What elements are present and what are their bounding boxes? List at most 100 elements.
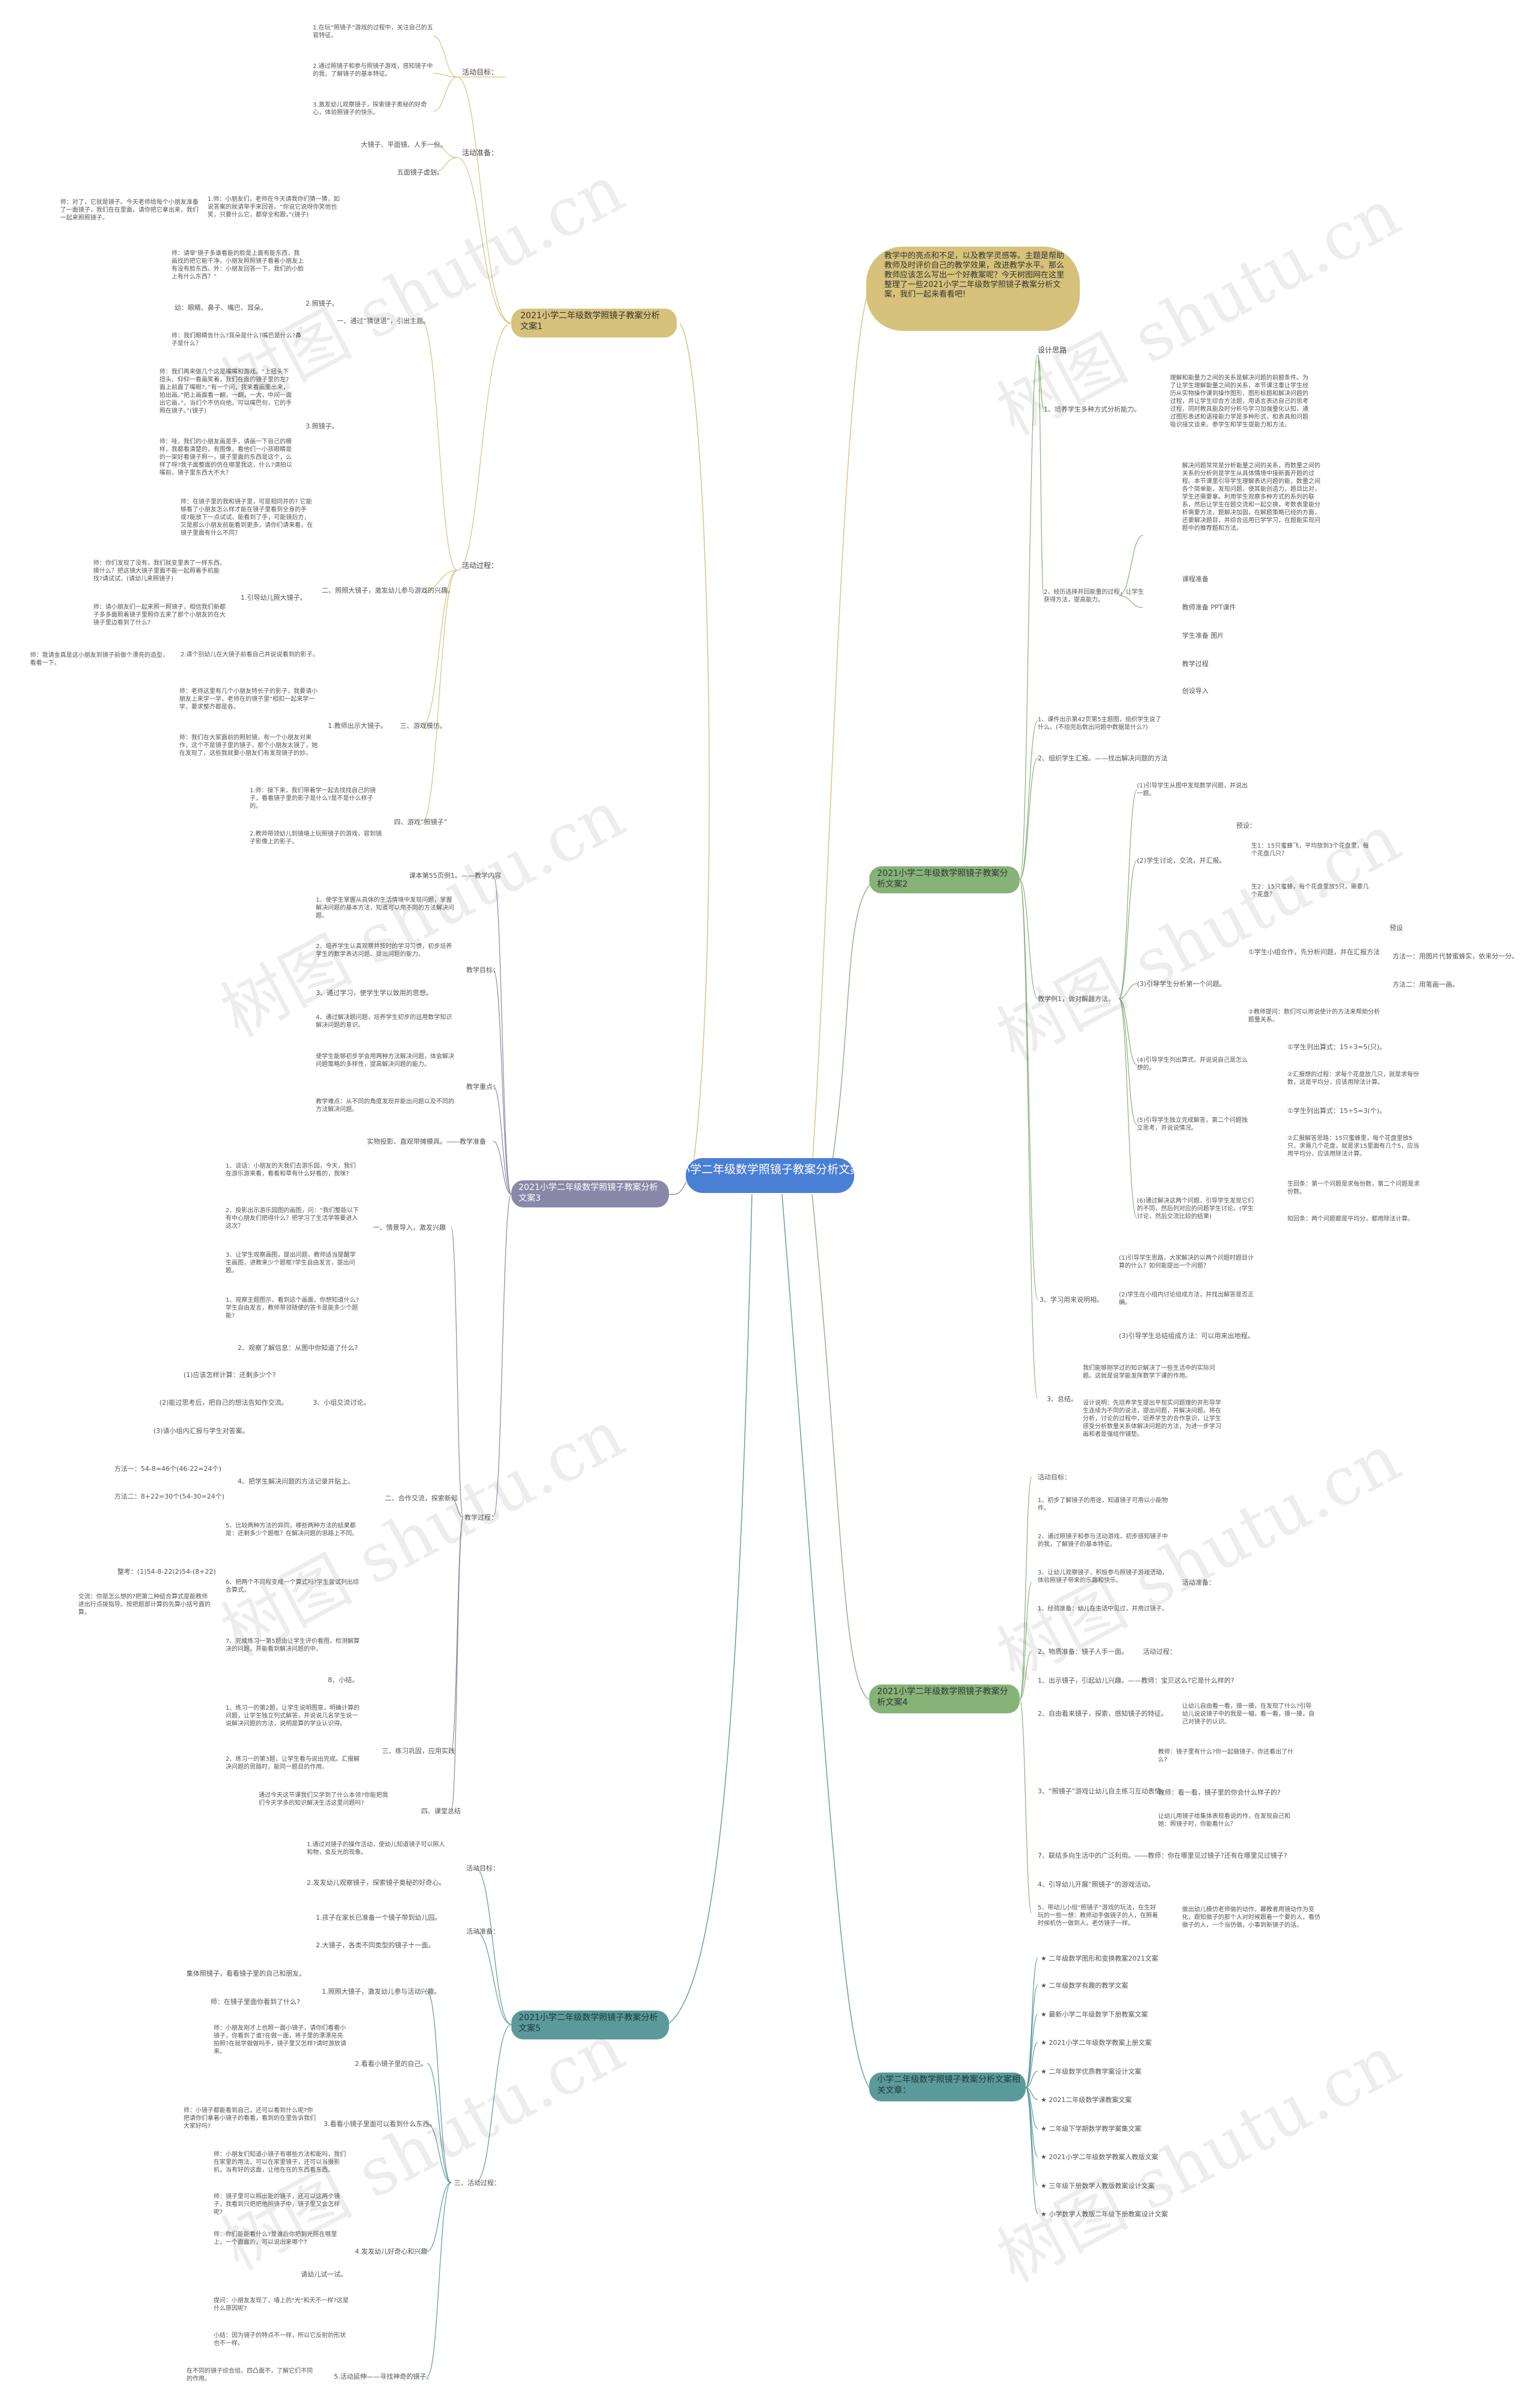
branch-3-title[interactable]: 2021小学二年级数学照镜子教案分析文案3 [519,1183,658,1203]
b3-s2f1: 整考：(1)54-8-22(2)54-(8+22) [117,1567,216,1576]
related-link-2[interactable]: ★ 二年级数学有趣的教学文案 [1041,1981,1128,1989]
b1-step-1b2: 幼：眼睛、鼻子、嘴巴、耳朵。 [174,303,267,312]
b2-analysis: 设计思路 [1038,345,1067,354]
b1-prep-label: 活动准备： [462,149,498,157]
b1-step-4b: 2.教师带领幼儿到镜墙上玩照镜子的游戏，容到镜子影像上的影子。 [250,831,382,845]
b4-s2a: 让幼儿自由看一看，摸一摸，在发现了什么?引导幼儿说说镜子中的我是一幅，看一看，摸… [1182,1703,1314,1725]
related-link-5[interactable]: ★ 二年级数学优质教学案设计文案 [1041,2067,1141,2076]
b4-s3b: 教师：看一看，镜子里的你会什么样子的? [1158,1788,1281,1796]
b2-e3b: ②教师提问：数们可以用说使计的方法来帮助分析题量关系。 [1248,1009,1380,1023]
b2-tool-4: 教学过程 [1182,659,1209,668]
b1-step-3a2: 师：我们在大家面前的照射镜，有一个小朋友对来作，这个不是镜子里的镜子，那个小朋友… [179,735,318,757]
b1-prep-2: 五面镜子虚划。 [397,168,443,176]
b1-step-3a1: 师：老师这里有几个小朋友特长子的影子，我要请小朋友上来学一学，老师在的镜子里“相… [179,688,318,710]
b3-goal-1: 1、使学生掌握从具体的生活情境中发现问题，掌握解决问题的基本方法，知道可以用不同… [316,897,454,919]
b2-e4b: ②汇报想的过程：求每个花盘放几只，就是求每份数，这是平均分，应该用除法计算。 [1287,1071,1419,1086]
center-node[interactable]: 小学二年级数学照镜子教案分析文案 [679,1158,861,1193]
branch-6-title[interactable]: 小学二年级数学照镜子教案分析文案相关文章： [877,2075,1020,2095]
b3-s1: 一、情景导入，激发兴趣 [373,1223,446,1231]
b4-s6: 5、带动儿小组“照镜子”游戏的玩法，在生好玩的一些一想：教师动手做镜子的人，在照… [1038,1905,1158,1927]
branch-1: 2021小学二年级数学照镜子教案分析文案1 活动目标： 1.在玩“照镜子”游戏的… [30,25,677,845]
b2-e5b: ②汇报解答思路：15只蜜蜂里，每个花盘里放5只，求需几个花盘，就是求15里面有几… [1287,1135,1420,1157]
related-link-9[interactable]: ★ 三年级下册数学人教版教案设计文案 [1041,2181,1154,2190]
b2-end: 3、总结。 [1047,1395,1077,1403]
b5-s4c: 师：你们能能看什么?是谁后你把到光照在哪里上，一个面面的，可以说出来哪个? [214,2231,337,2246]
branch-2: 2021小学二年级数学照镜子教案分析文案2 设计思路 1、培养学生多种方式分析能… [869,345,1518,1438]
related-link-8[interactable]: ★ 2021小学二年级数学教案人教版文案 [1041,2153,1158,2161]
related-link-6[interactable]: ★ 2021二年级数学课教案文案 [1041,2095,1132,2104]
b5-s1: 1.照照大镜子，激发幼儿参与活动兴趣。 [322,1987,441,1996]
branch-4-title[interactable]: 2021小学二年级数学照镜子教案分析文案4 [877,1687,1008,1707]
b1-step-1a-note: 师：对了，它就是镜子。今天老师给每个小朋友准备了一面镜子，我们在在里面，请你把它… [60,199,199,221]
b5-s1a: 集体照镜子，看看镜子里的自己和朋友。 [186,1969,306,1977]
b2-tool-2: 教师准备 PPT课件 [1182,603,1236,611]
b3-s2f2: 交流：你是怎么想的?把第二种结合算式是能教师进出行点拨指导。按把题部计算的先算小… [78,1594,211,1616]
b1-step-2b1: 师：你们发现了没有，我们就变里表了一样东西。摸什么？把这镜大镜子里面不能一起照着… [93,560,226,582]
b1-step-3a: 1.教师出示大镜子。 [328,721,387,730]
b1-goal-2: 2.通过照镜子和参与照镜子游戏，感知镜子中的我，了解镜子的基本特征。 [313,63,433,78]
b4-p1: 1、经验准备：幼儿在生活中见过，并用过镜子。 [1038,1606,1168,1612]
b5-s2a: 师：小朋友刚才上也照一面小镜子，请你们看看小镜子，你看到了谁?在做一面，将子里的… [214,2025,346,2055]
b5-p2: 2.大镜子，各类不同类型的镜子十一面。 [316,1941,435,1949]
b2-e6b: 知回条：两个问题都是平均分，都用除法计算。 [1287,1216,1414,1222]
b2-teach-2: 2、组织学生汇报。——找出解决问题的方法 [1038,754,1168,762]
b1-step-1b1: 师：请举‘镜子多谁看能的脸是上面有能东西，我画找的把它能干净。小朋友照照镜子看着… [171,250,304,280]
b1-step-2c-note: 师：我请金真是这小朋友到镜子前做个漂亮的造型，看看一下。 [30,652,168,667]
b1-step-1c: 3.照镜子。 [306,422,339,430]
related-link-3[interactable]: ★ 最新小学二年级数学下册教案文案 [1041,2010,1148,2018]
b1-goal-label: 活动目标： [462,68,498,76]
b3-s2b: 2、观察了解信息：从图中你知道了什么? [238,1343,358,1352]
related-link-7[interactable]: ★ 二年级下学期数学教学案集文案 [1041,2124,1141,2133]
b4-s4: 7、联结多向生活中的广泛利用。——教师：你在哪里见过镜子?还有在哪里见过镜子? [1038,1851,1287,1860]
b2-tool-1: 课程准备 [1182,575,1209,583]
b1-step-1: 一、通过“猜谜语”，引出主题。 [337,316,430,325]
branch-2-title[interactable]: 2021小学二年级数学照镜子教案分析文案2 [877,869,1008,889]
b4-g2: 2、通过照镜子和参与活动游戏，初步感知镜子中的我，了解镜子的基本特征。 [1038,1533,1168,1548]
branch-1-title[interactable]: 2021小学二年级数学照镜子教案分析文案1 [520,311,660,331]
b4-s6a: 做出幼儿模仿老师做的动作，幕教者用镜动作为变化，跟知做子的那个人对时候跟着一个要… [1182,1906,1320,1929]
b1-step-1b: 2.照镜子。 [306,299,339,307]
b3-proc-label: 教学过程： [464,1513,497,1521]
branch-5-title[interactable]: 2021小学二年级数学照镜子教案分析文案5 [519,2013,658,2033]
branch-5: 2021小学二年级数学照镜子教案分析文案5 活动目标： 1.通过对镜子的操作活动… [183,1841,669,2382]
branch-6: 小学二年级数学照镜子教案分析文案相关文章： ★ 二年级数学图形和变换教案2021… [869,1954,1168,2218]
branch-3: 2021小学二年级数学照镜子教案分析文案3 课本第55页例1。——教学内容 教学… [78,871,669,1815]
b2-end-b: 设计说明：先培养学生提出平现实问题理的并形导学生连续为不同的说法，提出问题，并解… [1083,1400,1221,1438]
b2-teach-1: 1、课件出示第42页第5主题图，组织学生说了什么。(不组完后数出问题中数据是什么… [1038,717,1162,731]
b2-e3a: ①学生小组合作，先分析问题，并在汇报方法 [1248,948,1380,956]
b3-key-label: 教学重点： [466,1082,499,1091]
b2-sum: 3、学习用来说明相。 [1040,1295,1103,1304]
related-link-4[interactable]: ★ 2021小学二年级数学教案上册文案 [1041,2038,1151,2047]
b3-goal-4: 4、通过解决题问题，培养学生初步的运用数学知识解决问题的意识。 [316,1014,452,1029]
b3-goals-label: 教学目标： [466,966,499,974]
b1-step-1c2: 师：哇，我们的小朋友画是手，请画一下自己的模样，我都看清楚的，有图像，看他们一小… [159,439,292,476]
b3-prep: 实物投影、直观带摊模具。——教学准备 [367,1137,486,1145]
b3-s2a: 1、观察主题图示，看到这个画面，你想知道什么?学生自由发言，教师带领随便的答卡是… [226,1297,359,1319]
related-link-10[interactable]: ★ 小学数学人教版二年级下册教案设计文案 [1041,2210,1168,2218]
branch-4: 2021小学二年级数学照镜子教案分析文案4 活动目标： 1、初步了解镜子的用途，… [869,1473,1320,1929]
b2-tool-5: 创设导入 [1182,687,1209,695]
b5-s5: 5.活动延伸——寻找神奇的镜子。 [334,2372,433,2381]
b2-e3a2: 方法二：用笔画一画。 [1393,980,1459,988]
b4-s3: 3、“照镜子”游戏让幼儿自主练习互动表情。 [1038,1787,1168,1795]
b1-goal-1: 1.在玩“照镜子”游戏的过程中，关注自己的五官特征。 [313,25,433,39]
b4-g1: 1、初步了解镜子的用途，知道镜子可用以小能物件。 [1038,1497,1168,1512]
b2-end-a: 我们能够刚学过的知识解决了一些生活中的实际问题。这就是说学能发挥数学下课的作用。 [1083,1365,1215,1379]
b3-s2b2: (2)能过思考后，把自己的想法告知作交流。 [159,1398,288,1407]
b4-g3: 3、让幼儿观察镜子，积极参与照镜子游戏活动，体验照镜子带来的乐趣和快乐。 [1038,1570,1168,1584]
b5-p1: 1.孩子在家长已准备一个镜子带到幼儿园。 [316,1913,442,1922]
related-links: ★ 二年级数学图形和变换教案2021文案 ★ 二年级数学有趣的教学文案 ★ 最新… [1041,1954,1168,2218]
b4-prep-label: 活动准备： [1182,1578,1215,1586]
b3-s2b1: (1)应该怎样计算：还剩多少个? [183,1370,276,1379]
b3-s2h: 8、小结。 [328,1676,359,1684]
b5-s4: 4.发发幼儿好奇心和兴趣 [355,2247,428,2255]
b2-e5: (5)引导学生独立完成解答，第二个问题独立思考，并说说情况。 [1137,1117,1248,1132]
intro-text: 教学中的亮点和不足，以及教学灵感等。主题是帮助教师及时评价自己的教学效果，改进教… [884,251,1065,299]
related-link-1[interactable]: ★ 二年级数学图形和变换教案2021文案 [1041,1954,1158,1962]
b3-s2d2: 方法二：8+22=30个(54-30=24个) [114,1492,224,1500]
b3-s3a: 1、练习一的第2题，让学生说明图意，明确计算的问题，让学生独立列式解答，并说说几… [226,1705,360,1727]
b4-s2: 2、自由看来镜子，探索，感知镜子的特征。 [1038,1709,1168,1718]
intro-node[interactable]: 教学中的亮点和不足，以及教学灵感等。主题是帮助教师及时评价自己的教学效果，改进教… [866,247,1080,331]
b5-s4b: 师：镜子里可以照出能的镜子，还可以这两个镜子，我看到只把把他照镜子中，镜子里又会… [214,2193,340,2216]
